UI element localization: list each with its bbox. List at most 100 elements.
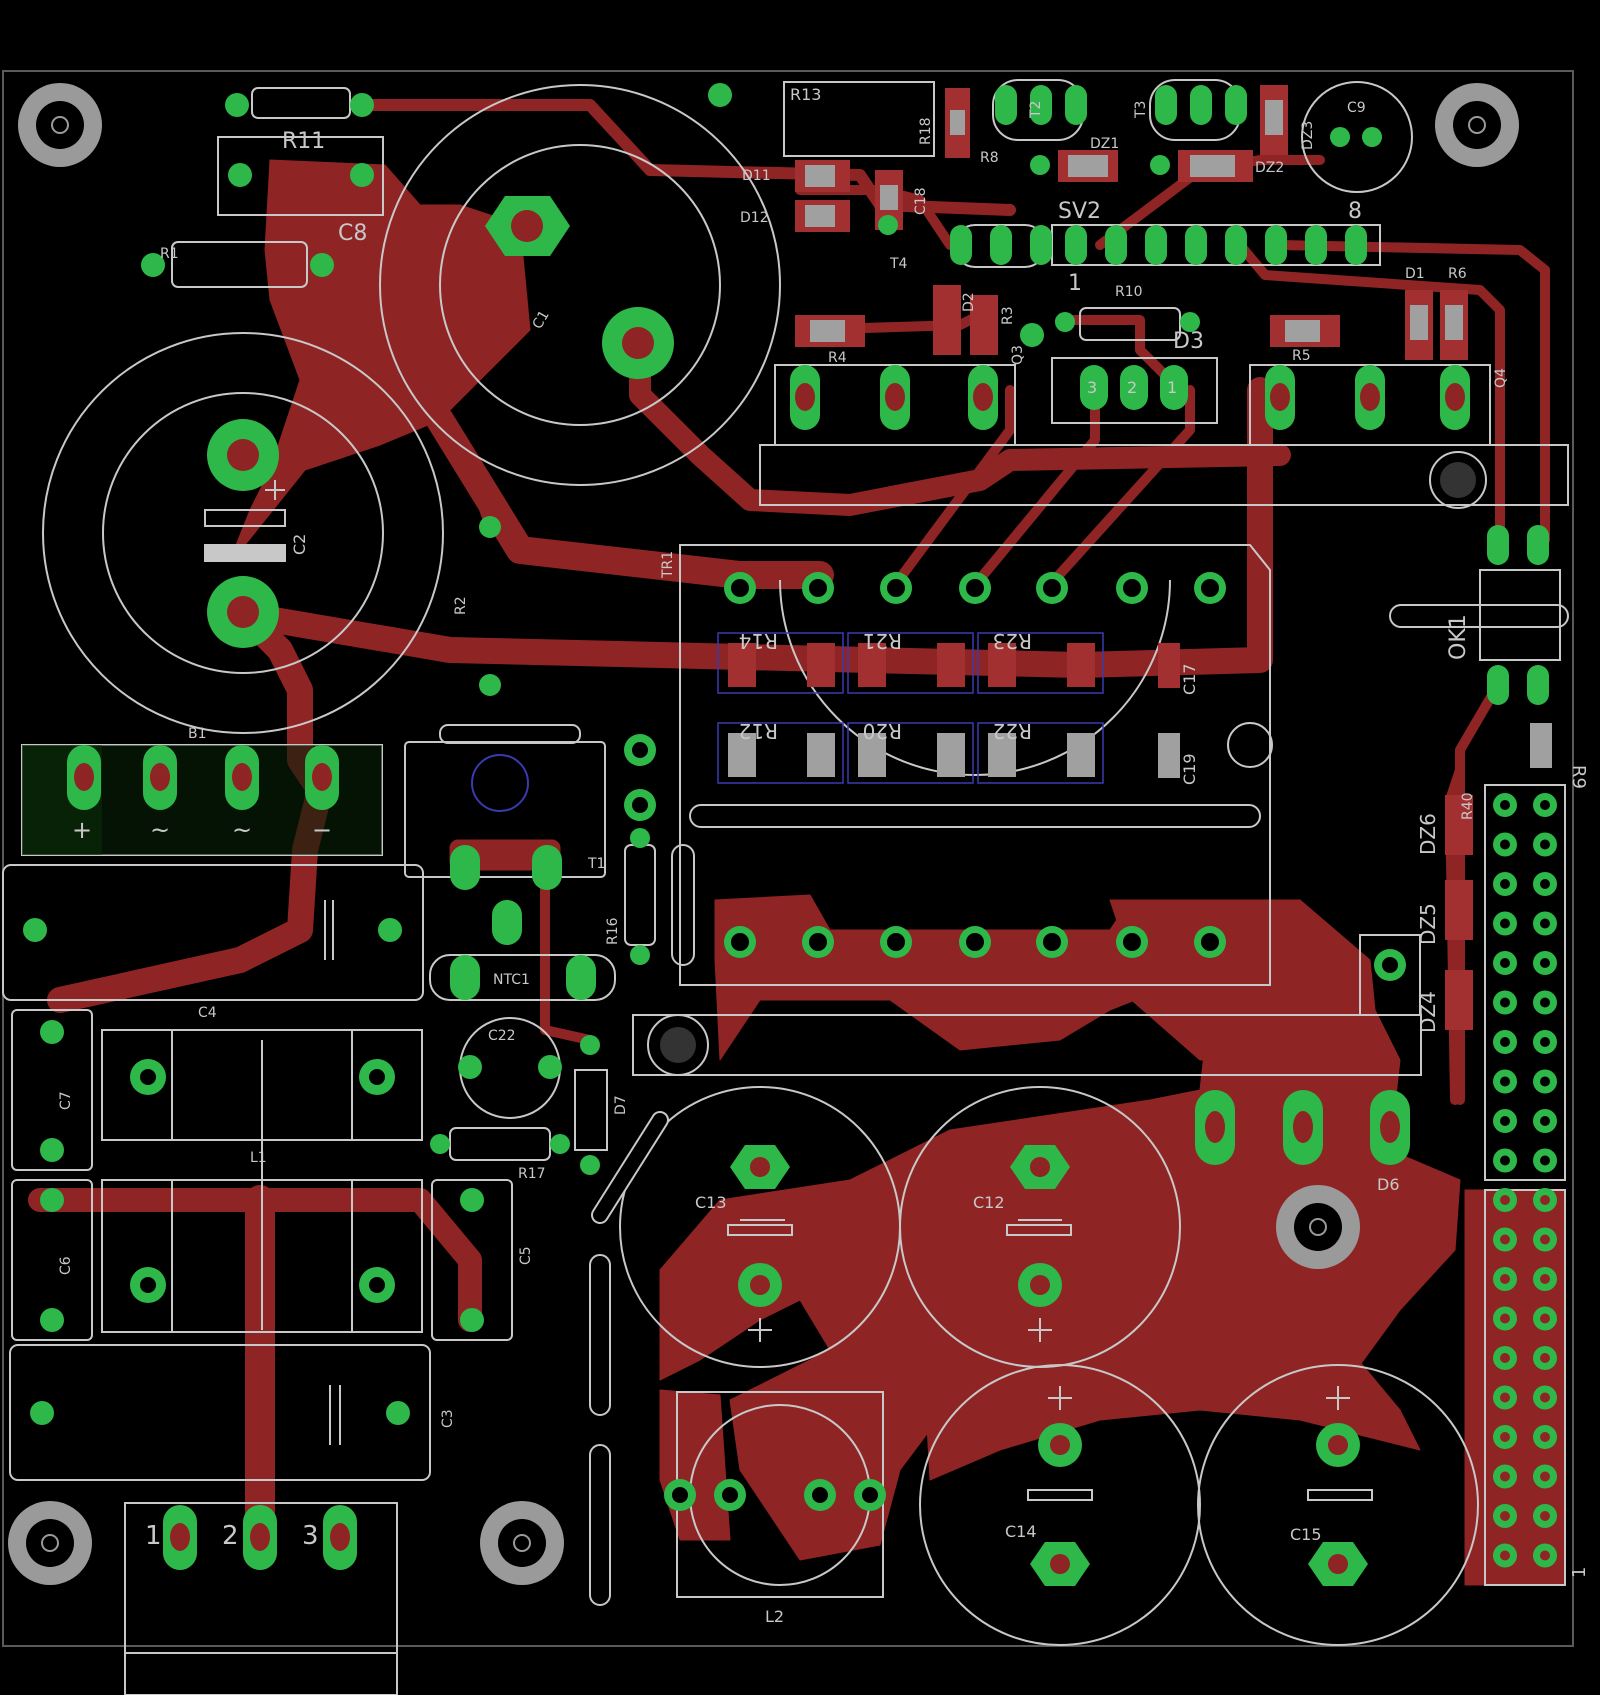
label-b1: B1 bbox=[188, 726, 207, 742]
label-t1: T1 bbox=[587, 856, 605, 872]
label-r20: R20 bbox=[863, 719, 902, 743]
label-sv2-pin1: 1 bbox=[1068, 271, 1082, 296]
header-pin-hole bbox=[1540, 958, 1550, 968]
label-t3: T3 bbox=[1133, 101, 1149, 119]
cap-symbols bbox=[204, 509, 1373, 1501]
label-b1-plus: + bbox=[72, 816, 92, 844]
header-pin-hole bbox=[1540, 1471, 1550, 1482]
label-r1: R1 bbox=[160, 246, 179, 262]
label-d11: D11 bbox=[742, 168, 771, 184]
label-c12: C12 bbox=[973, 1193, 1005, 1212]
header-pin-hole bbox=[1500, 1076, 1510, 1087]
header-pin-hole bbox=[1500, 1155, 1510, 1166]
label-r2: R2 bbox=[453, 596, 469, 615]
labels: R11 C8 R1 C1 C2 R13 R18 R8 T2 T3 DZ1 DZ2… bbox=[58, 85, 1590, 1626]
header-pin-hole bbox=[1500, 879, 1510, 889]
label-dz3: DZ3 bbox=[1300, 121, 1316, 150]
c1-outline bbox=[379, 84, 781, 486]
header-pin-hole bbox=[1500, 800, 1510, 810]
label-d1: D1 bbox=[1405, 266, 1425, 282]
label-c8: C8 bbox=[338, 221, 367, 246]
label-q3: Q3 bbox=[1010, 345, 1026, 365]
label-t2: T2 bbox=[1028, 101, 1044, 119]
header-pin-hole bbox=[1540, 1392, 1550, 1403]
header-pin-hole bbox=[1500, 918, 1510, 929]
label-d3: D3 bbox=[1173, 329, 1204, 354]
label-d3-pin1: 1 bbox=[1167, 378, 1177, 397]
label-c2: C2 bbox=[290, 534, 309, 555]
board-outline bbox=[2, 70, 1574, 1647]
label-q4: Q4 bbox=[1493, 368, 1509, 388]
header-pin-hole bbox=[1500, 1195, 1510, 1205]
label-tr1: TR1 bbox=[660, 551, 676, 579]
header-pin-hole bbox=[1540, 1195, 1550, 1205]
label-d2: D2 bbox=[961, 292, 977, 312]
label-t4: T4 bbox=[889, 256, 908, 272]
label-c3: C3 bbox=[440, 1409, 456, 1428]
label-d12: D12 bbox=[740, 210, 769, 226]
label-c19: C19 bbox=[1180, 753, 1199, 785]
smd-pads bbox=[717, 85, 1552, 1030]
label-c13: C13 bbox=[695, 1193, 727, 1212]
label-dz2: DZ2 bbox=[1255, 160, 1284, 176]
label-dz5: DZ5 bbox=[1416, 903, 1440, 945]
header-pin-hole bbox=[1540, 1274, 1550, 1284]
header-pin-hole bbox=[1500, 997, 1510, 1008]
label-header-pin1: 1 bbox=[1569, 1567, 1590, 1578]
header-pin-hole bbox=[1540, 1313, 1550, 1324]
label-d7: D7 bbox=[613, 1095, 629, 1115]
label-x1-pin3: 3 bbox=[302, 1521, 319, 1551]
label-r23: R23 bbox=[993, 629, 1032, 653]
label-d3-pin3: 3 bbox=[1087, 378, 1097, 397]
label-c18: C18 bbox=[913, 187, 929, 215]
label-r17: R17 bbox=[518, 1166, 546, 1182]
label-ntc1: NTC1 bbox=[493, 972, 530, 988]
label-c14: C14 bbox=[1005, 1522, 1037, 1541]
pour-upper-left bbox=[229, 159, 531, 561]
header-pin-hole bbox=[1500, 1274, 1510, 1284]
header-pin-hole bbox=[1500, 1392, 1510, 1403]
label-d3-pin2: 2 bbox=[1127, 378, 1137, 397]
label-r8: R8 bbox=[980, 150, 999, 166]
header-pin-hole bbox=[1540, 1116, 1550, 1126]
label-b1-ac1: ~ bbox=[150, 816, 170, 844]
label-r18: R18 bbox=[918, 117, 934, 145]
mounting-holes bbox=[8, 83, 1519, 1585]
label-r11: R11 bbox=[282, 129, 325, 154]
label-c4: C4 bbox=[198, 1005, 217, 1021]
header-pin-hole bbox=[1540, 1353, 1550, 1363]
label-r6: R6 bbox=[1448, 266, 1467, 282]
label-r22: R22 bbox=[993, 719, 1032, 743]
label-sv2: SV2 bbox=[1058, 199, 1101, 224]
pad-holes-black bbox=[140, 579, 1398, 1503]
label-c17: C17 bbox=[1180, 663, 1199, 695]
label-c5: C5 bbox=[518, 1246, 534, 1265]
label-l2: L2 bbox=[765, 1607, 784, 1626]
label-b1-ac2: ~ bbox=[232, 816, 252, 844]
label-r14: R14 bbox=[739, 629, 778, 653]
header-pin-hole bbox=[1540, 997, 1550, 1008]
header-pin-hole bbox=[1540, 1155, 1550, 1166]
label-x1-pin1: 1 bbox=[145, 1521, 162, 1551]
header-pin-hole bbox=[1500, 1116, 1510, 1126]
header-pin-hole bbox=[1500, 1432, 1510, 1442]
label-d6: D6 bbox=[1377, 1175, 1400, 1194]
header-pin-hole bbox=[1540, 1037, 1550, 1047]
label-b1-minus: − bbox=[312, 816, 332, 844]
label-dz4: DZ4 bbox=[1416, 991, 1440, 1033]
header-pin-hole bbox=[1540, 839, 1550, 850]
header-pin-hole bbox=[1500, 1353, 1510, 1363]
label-c7: C7 bbox=[58, 1091, 74, 1110]
header-pin-hole bbox=[1500, 1234, 1510, 1245]
header-pin-hole bbox=[1540, 1511, 1550, 1521]
label-r40: R40 bbox=[1460, 792, 1476, 820]
header-pin-hole bbox=[1540, 1076, 1550, 1087]
header-pin-hole bbox=[1540, 1234, 1550, 1245]
header-pin-hole bbox=[1500, 1037, 1510, 1047]
header-pin-hole bbox=[1540, 879, 1550, 889]
label-r12: R12 bbox=[739, 719, 778, 743]
label-l1: L1 bbox=[250, 1150, 267, 1166]
label-r5: R5 bbox=[1292, 348, 1311, 364]
label-c22: C22 bbox=[488, 1028, 516, 1044]
